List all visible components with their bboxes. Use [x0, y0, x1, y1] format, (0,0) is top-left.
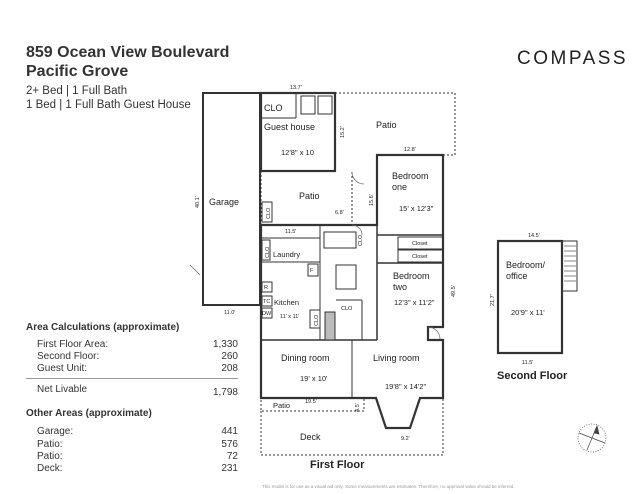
divider — [26, 378, 238, 379]
bedroom-two-dims: 12'3" x 11'2" — [394, 298, 435, 307]
dining-room-label: Dining room — [281, 353, 330, 363]
area-row-value: 1,330 — [212, 339, 238, 350]
address-line-2: Pacific Grove — [26, 63, 129, 80]
dim-right-side: 49.5' — [451, 285, 457, 297]
area-row-value: 260 — [221, 351, 238, 362]
dim-garage-side: 40.1' — [195, 196, 201, 208]
patio-mid-label: Patio — [299, 191, 320, 201]
net-livable-value: 1,798 — [212, 387, 238, 398]
bedroom-office-dims: 20'9" x 11' — [511, 308, 545, 317]
deck-label: Deck — [300, 432, 321, 442]
other-row-value: 72 — [226, 451, 238, 462]
bedroom-one-label-2: one — [392, 182, 407, 192]
area-row-value: 208 — [221, 363, 238, 374]
summary-line-2: 1 Bed | 1 Full Bath Guest House — [26, 99, 191, 111]
dim-laundry-top: 11.5' — [285, 229, 296, 235]
bedroom-one-label: Bedroom — [392, 171, 429, 181]
bedroom-office-label-2: office — [506, 271, 527, 281]
bedroom-one-dims: 15' x 12'3" — [399, 204, 434, 213]
area-calc-heading: Area Calculations (approximate) — [26, 322, 180, 333]
address-line-1: 859 Ocean View Boulevard — [26, 44, 230, 61]
patio-bottom-label: Patio — [273, 401, 290, 410]
r-mark: R — [264, 285, 268, 291]
closet-1-label: Closet — [412, 241, 428, 247]
garage-walls — [202, 92, 261, 306]
main-house-walls — [259, 153, 445, 430]
dim-garage-bottom: 11.0' — [224, 310, 235, 316]
garage-label: Garage — [209, 197, 239, 207]
clo-small-1: CLO — [266, 207, 272, 219]
dining-room-dims: 19' x 10' — [300, 374, 328, 383]
guest-house-walls — [259, 91, 337, 173]
other-row-value: 231 — [221, 463, 238, 474]
dim-bay: 9.2' — [401, 436, 410, 442]
dim-patio-bot-w: 19.5' — [305, 399, 317, 405]
living-room-dims: 19'8" x 14'2" — [385, 382, 426, 391]
dw-mark: DW — [262, 311, 272, 317]
closet-2-label: Closet — [412, 254, 428, 260]
clo-small-3: CLO — [314, 314, 320, 326]
other-row-label: Patio: — [37, 439, 63, 450]
guest-house-dims: 12'8" x 10 — [281, 148, 314, 157]
patio-top-label: Patio — [376, 120, 397, 130]
other-row-label: Deck: — [37, 463, 63, 474]
deck-outline — [260, 398, 444, 456]
dim-patio-side: 15.6' — [369, 194, 375, 206]
living-room-label: Living room — [373, 353, 420, 363]
first-floor-label: First Floor — [310, 459, 365, 471]
kitchen-label: Kitchen — [274, 298, 299, 307]
area-row-label: Second Floor: — [37, 351, 100, 362]
bedroom-office-label: Bedroom/ — [506, 260, 546, 270]
bedroom-two-label-2: two — [393, 282, 407, 292]
area-row-label: First Floor Area: — [37, 339, 109, 350]
disclaimer: This model is for use as a visual aid on… — [262, 484, 515, 489]
dim-guest-side: 15.2' — [340, 126, 346, 138]
dim-second-side: 21.7' — [490, 294, 496, 306]
dim-patio-bot-h: 4.5' — [355, 403, 361, 412]
bedroom-two-label: Bedroom — [393, 271, 430, 281]
compass-logo: COMPASS — [517, 48, 629, 69]
second-floor-walls — [496, 239, 564, 355]
other-row-value: 441 — [221, 426, 238, 437]
other-row-value: 576 — [221, 439, 238, 450]
net-livable-label: Net Livable — [37, 384, 88, 395]
dim-patio-width: 6.8' — [335, 210, 344, 216]
dim-second-bottom: 11.5' — [522, 360, 533, 366]
other-areas-heading: Other Areas (approximate) — [26, 408, 152, 419]
area-row-label: Guest Unit: — [37, 363, 88, 374]
clo-hall-label: CLO — [341, 306, 353, 312]
f-mark: F — [310, 268, 314, 274]
second-floor-label: Second Floor — [497, 370, 568, 382]
laundry-label: Laundry — [273, 250, 300, 259]
tc-mark: TC — [263, 299, 270, 305]
dim-bed-top: 12.8' — [404, 147, 416, 153]
north-arrow-icon — [577, 423, 607, 453]
dim-second-top: 14.5' — [528, 233, 540, 239]
other-row-label: Patio: — [37, 451, 63, 462]
guest-house-label: Guest house — [264, 122, 315, 132]
clo-guest-label: CLO — [264, 103, 283, 113]
clo-small-4: CLO — [358, 234, 364, 246]
summary-line-1: 2+ Bed | 1 Full Bath — [26, 85, 128, 97]
other-row-label: Garage: — [37, 426, 74, 437]
dim-top-guest: 13.7' — [290, 85, 302, 91]
clo-small-2: CLO — [265, 246, 271, 258]
kitchen-dims: 11' x 11' — [280, 314, 299, 320]
